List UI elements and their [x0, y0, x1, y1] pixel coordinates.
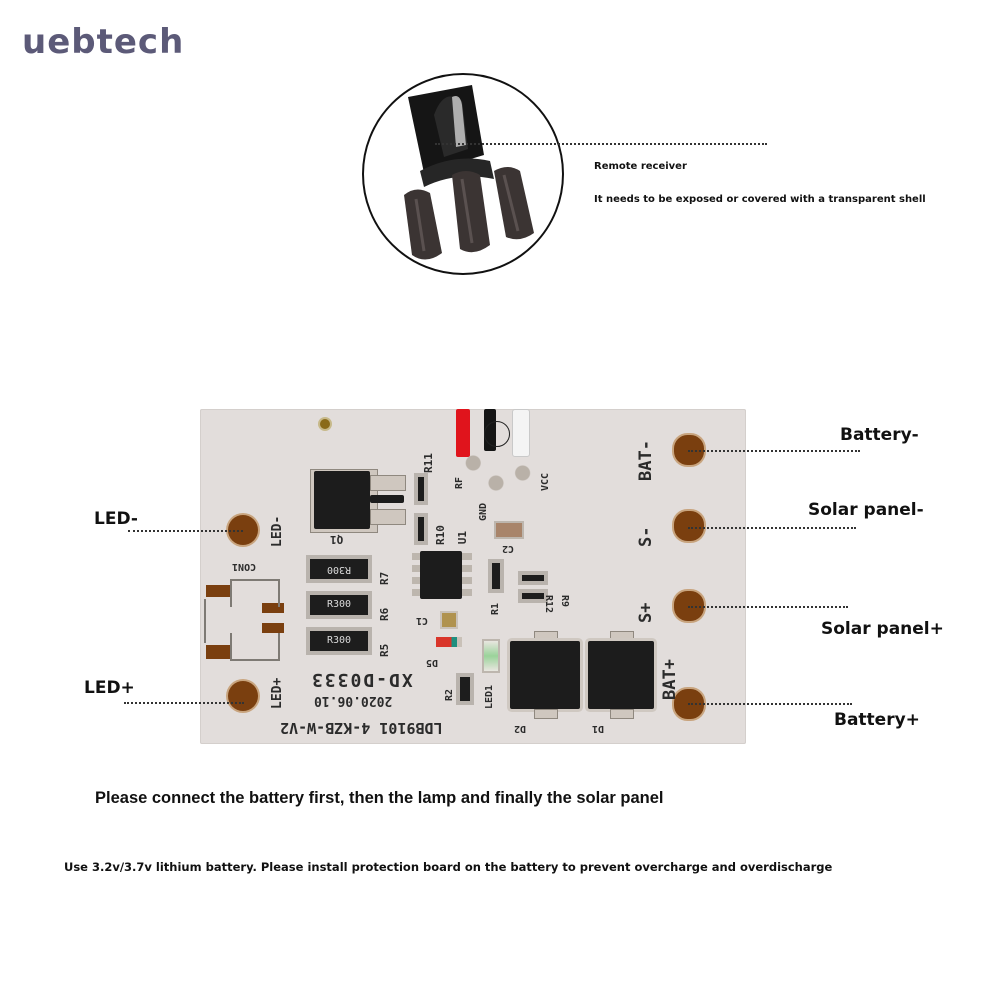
silk-r1: R1 — [490, 603, 501, 616]
diode-d1 — [588, 641, 654, 709]
receiver-illustration — [362, 73, 564, 275]
u1-pins-right — [462, 553, 472, 597]
receiver-title: Remote receiver — [594, 161, 687, 172]
resistor-r10 — [414, 513, 428, 545]
silk-c2: C2 — [502, 543, 515, 554]
pad-s-minus[interactable] — [674, 511, 704, 541]
led-led1 — [482, 639, 500, 673]
receiver-note: It needs to be exposed or covered with a… — [594, 194, 926, 205]
resistor-r11 — [414, 473, 428, 505]
callout-battery-minus: Battery- — [840, 425, 919, 445]
silk-d5: D5 — [426, 657, 439, 668]
wire-red — [456, 409, 470, 457]
callout-led-plus: LED+ — [84, 678, 135, 698]
callout-solar-plus: Solar panel+ — [821, 619, 944, 639]
leader-solar-plus — [688, 606, 848, 608]
con1-pad-2 — [262, 603, 284, 613]
silk-con1: CON1 — [232, 561, 257, 572]
con1-trace-vertical — [204, 599, 206, 643]
resistor-r2 — [456, 673, 474, 705]
silk-q1: Q1 — [330, 533, 344, 546]
u1-ic — [420, 551, 462, 599]
silk-r2: R2 — [444, 688, 455, 701]
d1-tab-bottom — [610, 709, 634, 719]
brand-logo-text: uebtech — [22, 22, 185, 62]
silk-r5: R5 — [378, 643, 391, 657]
capacitor-c2 — [494, 521, 524, 539]
silk-r10: R10 — [434, 525, 447, 545]
resistor-r5: R300 — [306, 627, 372, 655]
rf-module-outline — [484, 421, 510, 447]
leader-battery-minus — [688, 450, 860, 452]
resistor-r1 — [488, 559, 504, 593]
con1-pad-1 — [206, 585, 232, 597]
solder-joints — [458, 453, 534, 503]
silk-s-plus: S+ — [636, 602, 656, 623]
resistor-r6: R300 — [306, 591, 372, 619]
ir-receiver-icon — [404, 85, 534, 260]
mounting-hole — [320, 419, 330, 429]
capacitor-c1 — [440, 611, 458, 629]
silk-vcc: VCC — [540, 472, 551, 491]
resistor-r9 — [518, 589, 548, 603]
leader-led-minus — [128, 530, 243, 532]
con1-trace-bottom — [230, 633, 280, 661]
d2-tab-bottom — [534, 709, 558, 719]
silk-d1: D1 — [592, 723, 605, 734]
silk-d2: D2 — [514, 723, 527, 734]
diode-d2 — [510, 641, 580, 709]
leader-led-plus — [124, 702, 244, 704]
silk-r6: R6 — [378, 607, 391, 621]
silk-led1: LED1 — [484, 684, 495, 709]
silk-u1: U1 — [456, 531, 469, 545]
pad-led-plus[interactable] — [228, 681, 258, 711]
silk-r9: R9 — [559, 595, 570, 608]
silk-bat-minus: BAT- — [636, 440, 656, 481]
callout-battery-plus: Battery+ — [834, 710, 920, 730]
diode-d5 — [436, 637, 462, 647]
silk-r7: R7 — [378, 571, 391, 585]
silk-led-plus: LED+ — [270, 677, 285, 709]
resistor-r7: R300 — [306, 555, 372, 583]
silk-bat-plus: BAT+ — [660, 659, 680, 700]
u1-pins-left — [412, 553, 420, 597]
callout-led-minus: LED- — [94, 509, 138, 529]
q1-transistor — [314, 471, 370, 529]
pcb-board: Q1 R11 R10 U1 RF GND VCC C2 R300 R300 R3… — [200, 409, 746, 744]
silk-rf: RF — [454, 476, 465, 489]
leader-solar-minus — [688, 527, 856, 529]
silk-part-number: LDB9101 4-KZB-W-V2 — [280, 719, 443, 737]
callout-solar-minus: Solar panel- — [808, 500, 924, 520]
silk-date: 2020.06.10 — [314, 693, 393, 708]
wire-white — [512, 409, 530, 457]
q1-lead-bottom — [370, 509, 406, 525]
silk-model: XD-D0333 — [310, 669, 413, 690]
con1-pad-3 — [262, 623, 284, 633]
instruction-primary: Please connect the battery first, then t… — [95, 789, 664, 807]
q1-lead-top — [370, 475, 406, 491]
silk-gnd: GND — [478, 502, 489, 521]
resistor-r12 — [518, 571, 548, 585]
silk-r11: R11 — [422, 453, 435, 473]
con1-trace-top — [230, 579, 280, 607]
instruction-secondary: Use 3.2v/3.7v lithium battery. Please in… — [64, 860, 833, 874]
receiver-leader-line — [435, 143, 767, 145]
leader-battery-plus — [688, 703, 852, 705]
silk-s-minus: S- — [636, 526, 656, 547]
silk-led-minus: LED- — [270, 515, 285, 547]
q1-lead-mid — [370, 495, 404, 503]
silk-c1: C1 — [416, 615, 429, 626]
silk-r12: R12 — [543, 595, 554, 614]
con1-pad-4 — [206, 645, 232, 659]
